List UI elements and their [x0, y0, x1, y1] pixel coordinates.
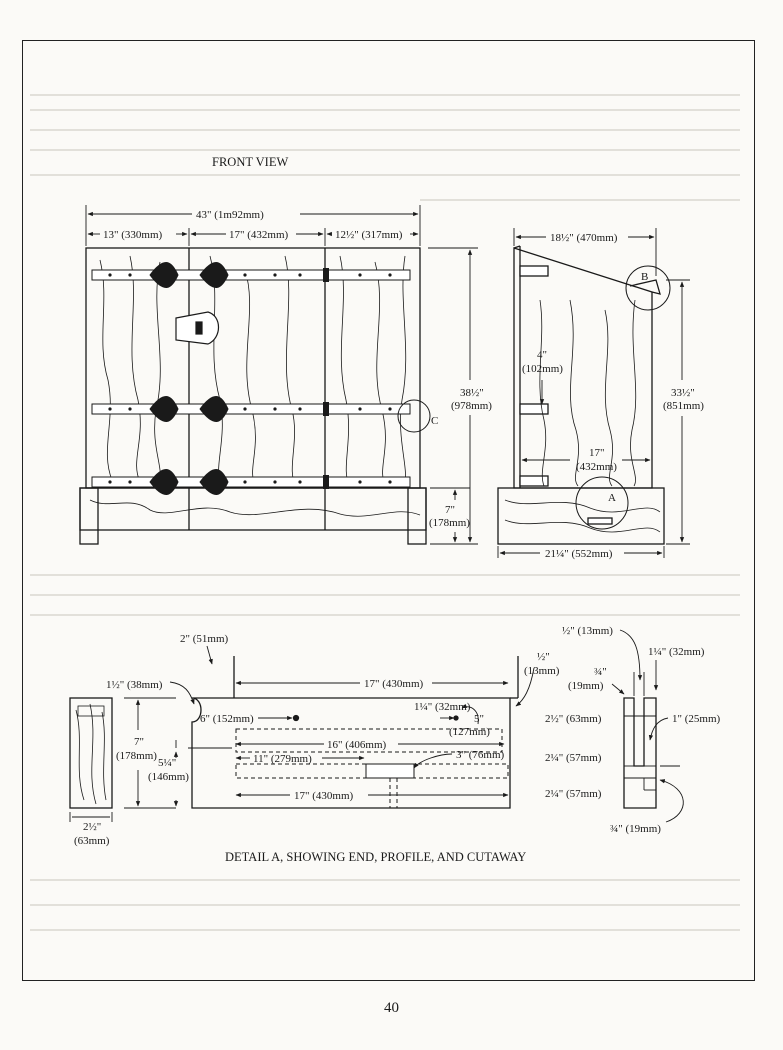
detail-a-end-height-in: 7" [134, 736, 144, 748]
detail-b-bottom-three-quarter: ¾" (19mm) [610, 823, 661, 835]
detail-a-inner-height-in: 5¼" [158, 757, 176, 769]
side-top-width-label: 18½" (470mm) [550, 232, 618, 244]
detail-b-dimension-lines [611, 629, 684, 823]
left-foot [79, 487, 99, 545]
total-height-mm: (978mm) [451, 400, 492, 412]
detail-a-profile [191, 656, 519, 809]
detail-a-corner-radius: 1½" (38mm) [106, 679, 163, 691]
detail-b-three-quarter-mm: (19mm) [568, 680, 604, 692]
cabinet-body [85, 247, 421, 489]
detail-b-bracket [623, 697, 657, 809]
callout-a-circle [575, 476, 629, 530]
front-view-title: FRONT VIEW [212, 155, 288, 169]
center-panel-width-label: 17" (432mm) [229, 229, 289, 241]
side-depth-mm: (432mm) [576, 461, 617, 473]
total-height-in: 38½" [460, 387, 484, 399]
detail-a-slot-length: 16" (406mm) [327, 739, 387, 751]
side-height-in: 33½" [671, 387, 695, 399]
detail-a-notch-top: 2" (51mm) [180, 633, 229, 645]
callout-b: B [641, 271, 648, 283]
side-height-mm: (851mm) [663, 400, 704, 412]
front-cabinet [79, 247, 427, 545]
detail-a-end-height-mm: (178mm) [116, 750, 157, 762]
side-base [497, 487, 665, 545]
callout-b-circle [625, 265, 671, 311]
nail-heads [108, 273, 392, 484]
detail-a-hole-spacing: 1¼" (32mm) [414, 701, 471, 713]
detail-a-hole-offset: 6" (152mm) [200, 713, 254, 725]
detail-a-row2: 2¼" (57mm) [545, 752, 602, 764]
detail-a-end-width-in: 2½" [83, 821, 101, 833]
side-dimension-lines [497, 228, 690, 558]
side-base-width-label: 21¼" (552mm) [545, 548, 613, 560]
callout-c: C [431, 415, 438, 427]
detail-a-dimension-lines [69, 645, 535, 822]
detail-a-tab-in: ½" [537, 651, 550, 663]
hinge-pins [323, 268, 329, 489]
page-number: 40 [384, 1000, 399, 1016]
detail-a-tab-mm: (13mm) [524, 665, 560, 677]
overall-width-label: 43" (1m92mm) [196, 209, 264, 221]
detail-b-one-inch: 1" (25mm) [672, 713, 721, 725]
detail-a-slot-start: 11" (279mm) [253, 753, 312, 765]
detail-a-end-block [69, 697, 113, 809]
detail-b-half-inch: ½" (13mm) [562, 625, 613, 637]
front-dimension-lines [85, 205, 478, 545]
side-inset-in: 4" [537, 349, 547, 361]
callout-a: A [608, 492, 616, 504]
detail-a-length-bottom: 17" (430mm) [294, 790, 354, 802]
page-frame [22, 40, 755, 981]
detail-a-row3: 2¼" (57mm) [545, 788, 602, 800]
detail-a-slot-offset-in: 5" [474, 713, 484, 725]
detail-a-slot-width: 3" (76mm) [456, 749, 505, 761]
detail-b-one-quarter: 1¼" (32mm) [648, 646, 705, 658]
detail-a-length-top: 17" (430mm) [364, 678, 424, 690]
right-foot [407, 487, 427, 545]
plinth [79, 487, 427, 531]
detail-a-inner-height-mm: (146mm) [148, 771, 189, 783]
side-depth-in: 17" [589, 447, 605, 459]
side-cabinet [497, 245, 665, 545]
base-height-mm: (178mm) [429, 517, 470, 529]
right-panel-width-label: 12½" (317mm) [335, 229, 403, 241]
detail-a-caption: DETAIL A, SHOWING END, PROFILE, AND CUTA… [225, 850, 526, 864]
top-bevel [629, 279, 661, 295]
detail-a-end-width-mm: (63mm) [74, 835, 110, 847]
left-panel-width-label: 13" (330mm) [103, 229, 163, 241]
show-through-lines [30, 94, 740, 931]
detail-a-slot-offset-mm: (127mm) [449, 726, 490, 738]
callout-c-circle [397, 399, 431, 433]
strap-hinges [91, 262, 411, 495]
door-latch [175, 311, 220, 345]
detail-b-three-quarter-in: ¾" [594, 666, 607, 678]
detail-a-row1: 2½" (63mm) [545, 713, 602, 725]
base-height-in: 7" [445, 504, 455, 516]
side-inset-mm: (102mm) [522, 363, 563, 375]
